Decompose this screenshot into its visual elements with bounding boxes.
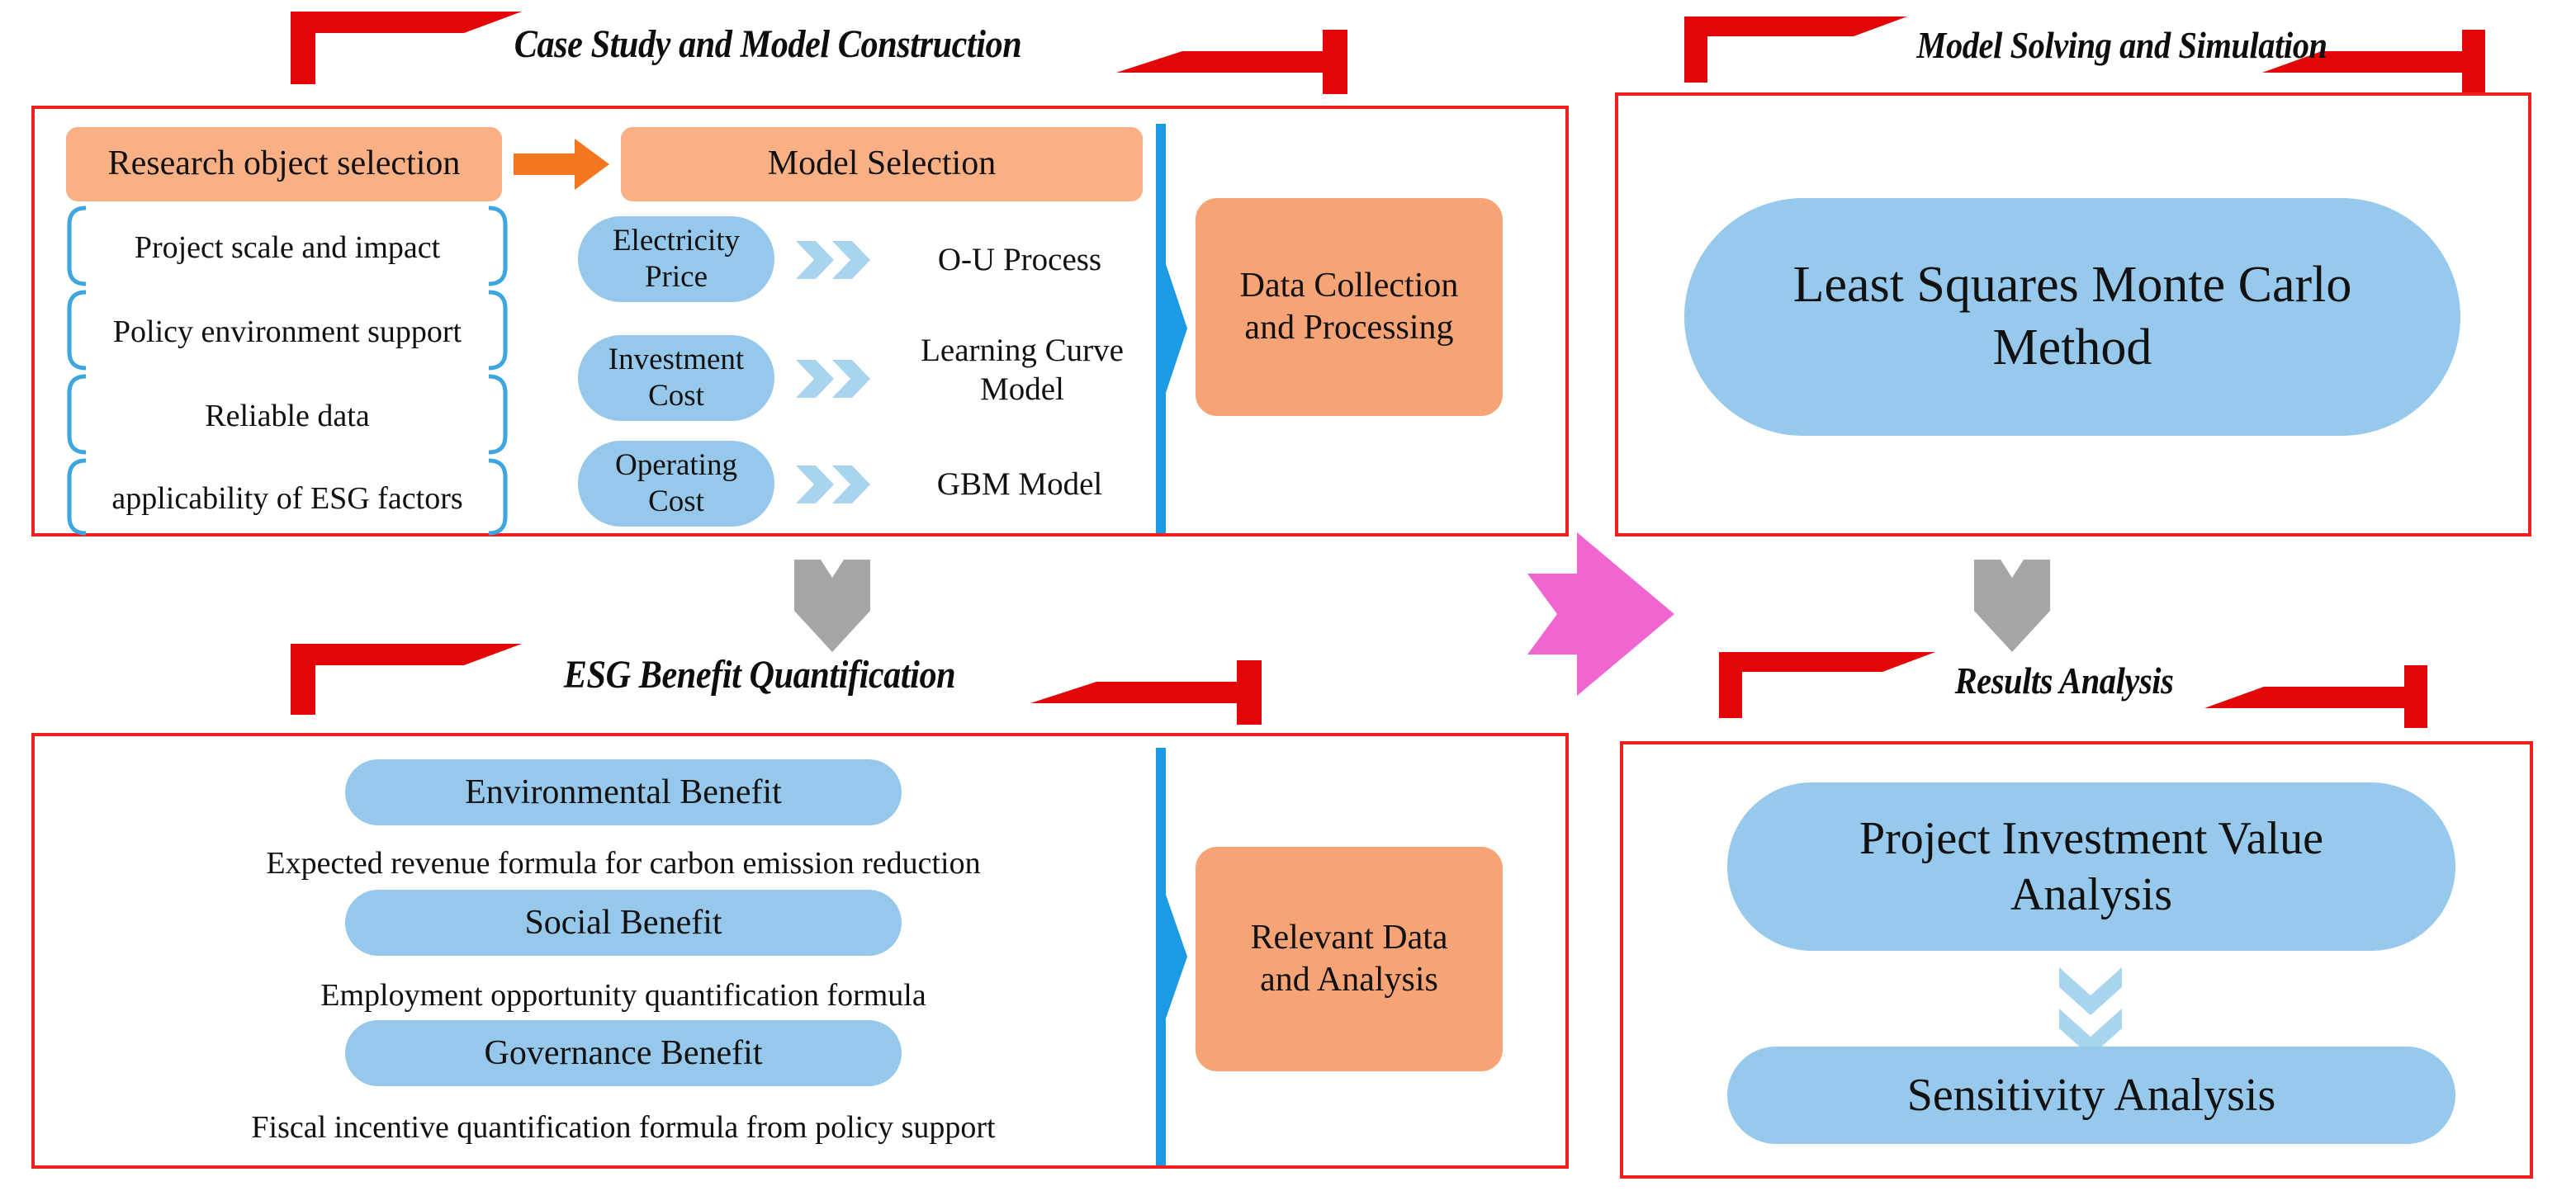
factor-pill-electricity-price[interactable]: Electricity Price: [578, 216, 774, 302]
data-collection-box[interactable]: Data Collection and Processing: [1196, 198, 1503, 416]
panel-title-case-study: Case Study and Model Construction: [514, 22, 1022, 66]
panel-title-esg-benefit: ESG Benefit Quantification: [563, 653, 956, 697]
esg-caption-social: Employment opportunity quantification fo…: [320, 978, 926, 1013]
model-name-learning-curve: Learning Curve Model: [921, 333, 1124, 407]
factor-pill-investment-cost[interactable]: Investment Cost: [578, 335, 774, 421]
sensitivity-analysis-box[interactable]: Sensitivity Analysis: [1727, 1047, 2455, 1144]
bracket-right-model-solving: [2262, 30, 2485, 92]
esg-pill-environmental-benefit[interactable]: Environmental Benefit: [345, 759, 902, 825]
model-selection-box[interactable]: Model Selection: [621, 127, 1143, 201]
bracket-right-results: [2204, 665, 2427, 728]
bracket-left-results: [1719, 652, 1935, 718]
gray-down-arrow-icon-left: [794, 560, 870, 652]
panel-title-results-analysis: Results Analysis: [1954, 659, 2174, 702]
esg-pill-social-benefit[interactable]: Social Benefit: [345, 890, 902, 956]
bracket-left-case-study: [291, 12, 522, 84]
criteria-bracket-1: [67, 206, 508, 286]
criteria-item-3: Reliable data: [205, 399, 370, 433]
relevant-data-box[interactable]: Relevant Data and Analysis: [1196, 847, 1503, 1071]
right-arrow-icon: [514, 139, 609, 190]
double-chevron-right-icon-3: [796, 466, 870, 503]
bracket-right-case-study: [1116, 30, 1347, 94]
esg-caption-environmental: Expected revenue formula for carbon emis…: [266, 846, 981, 881]
bracket-right-esg: [1030, 660, 1262, 725]
factor-pill-operating-cost[interactable]: Operating Cost: [578, 441, 774, 527]
gray-down-arrow-icon-right: [1974, 560, 2050, 652]
criteria-item-1: Project scale and impact: [134, 230, 441, 265]
least-squares-monte-carlo-box[interactable]: Least Squares Monte Carlo Method: [1684, 198, 2460, 436]
panel-title-model-solving: Model Solving and Simulation: [1916, 24, 2327, 66]
criteria-item-4: applicability of ESG factors: [111, 481, 463, 516]
esg-caption-governance: Fiscal incentive quantification formula …: [251, 1110, 996, 1145]
blue-divider-case-study: [1156, 124, 1187, 533]
model-name-ou-process: O-U Process: [937, 242, 1102, 277]
blue-divider-esg: [1156, 748, 1187, 1165]
esg-pill-governance-benefit[interactable]: Governance Benefit: [345, 1020, 902, 1086]
double-chevron-right-icon-1: [796, 241, 870, 279]
model-name-gbm: GBM Model: [936, 466, 1103, 502]
criteria-bracket-2: [67, 290, 508, 371]
criteria-bracket-4: [67, 458, 508, 536]
research-object-selection-box[interactable]: Research object selection: [66, 127, 502, 201]
criteria-bracket-3: [67, 374, 508, 455]
double-chevron-right-icon-2: [796, 360, 870, 398]
pink-right-arrow-icon: [1527, 532, 1674, 696]
bracket-left-model-solving: [1684, 17, 1907, 83]
bracket-left-esg: [291, 644, 522, 715]
criteria-item-2: Policy environment support: [112, 314, 462, 349]
project-investment-value-box[interactable]: Project Investment Value Analysis: [1727, 782, 2455, 951]
